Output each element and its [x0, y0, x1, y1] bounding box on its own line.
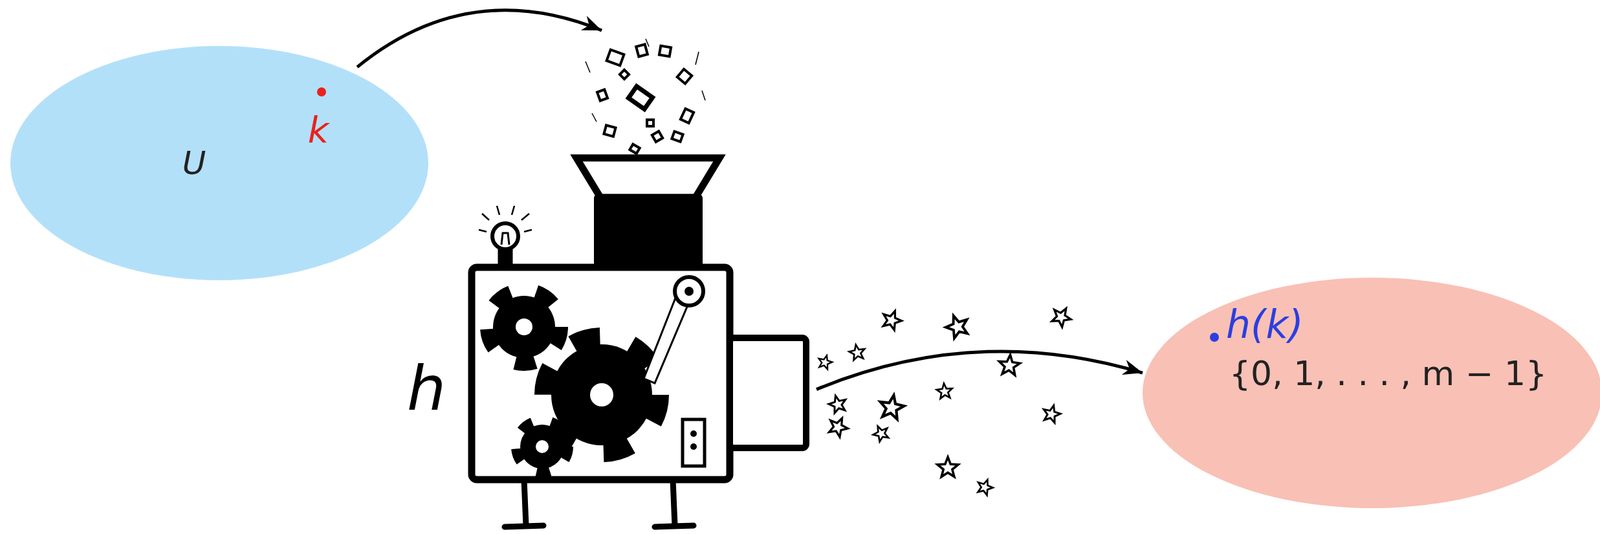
ellipse-fill [10, 45, 429, 281]
output-stars [816, 303, 1074, 496]
gears [489, 291, 658, 472]
hopper-neck [593, 194, 703, 274]
range-label: {0, 1, . . . , m − 1} [1229, 356, 1547, 391]
ellipse-fill [1142, 277, 1600, 508]
set-label: U [182, 146, 207, 180]
ellipse-outline [10, 45, 429, 281]
mapping-arrow [816, 351, 1143, 390]
ellipse-outline [1142, 277, 1600, 508]
arrow-line [816, 351, 1143, 390]
hash-function-machine: h [401, 25, 817, 531]
mapping-arrow [357, 10, 602, 68]
particle-sparkle [585, 38, 706, 122]
hopper-funnel [576, 157, 720, 198]
hash-value-label: h(k) [1226, 304, 1304, 344]
element-dot [1209, 332, 1219, 342]
arrow-head [1121, 359, 1143, 375]
machine-body [471, 267, 730, 480]
domain-ellipse: Uk [10, 45, 429, 281]
function-label: h [406, 357, 446, 420]
arrow-head [580, 16, 602, 31]
arrow-line [357, 10, 602, 68]
machine-legs [504, 479, 694, 527]
key-label: k [307, 111, 329, 149]
light-bulb [478, 205, 532, 268]
input-particles [597, 43, 694, 154]
crank-lever [643, 276, 704, 384]
switch-panel [682, 419, 705, 466]
element-dot [317, 87, 327, 97]
output-nozzle [729, 337, 807, 448]
range-ellipse: h(k) {0, 1, . . . , m − 1} [1142, 277, 1600, 508]
